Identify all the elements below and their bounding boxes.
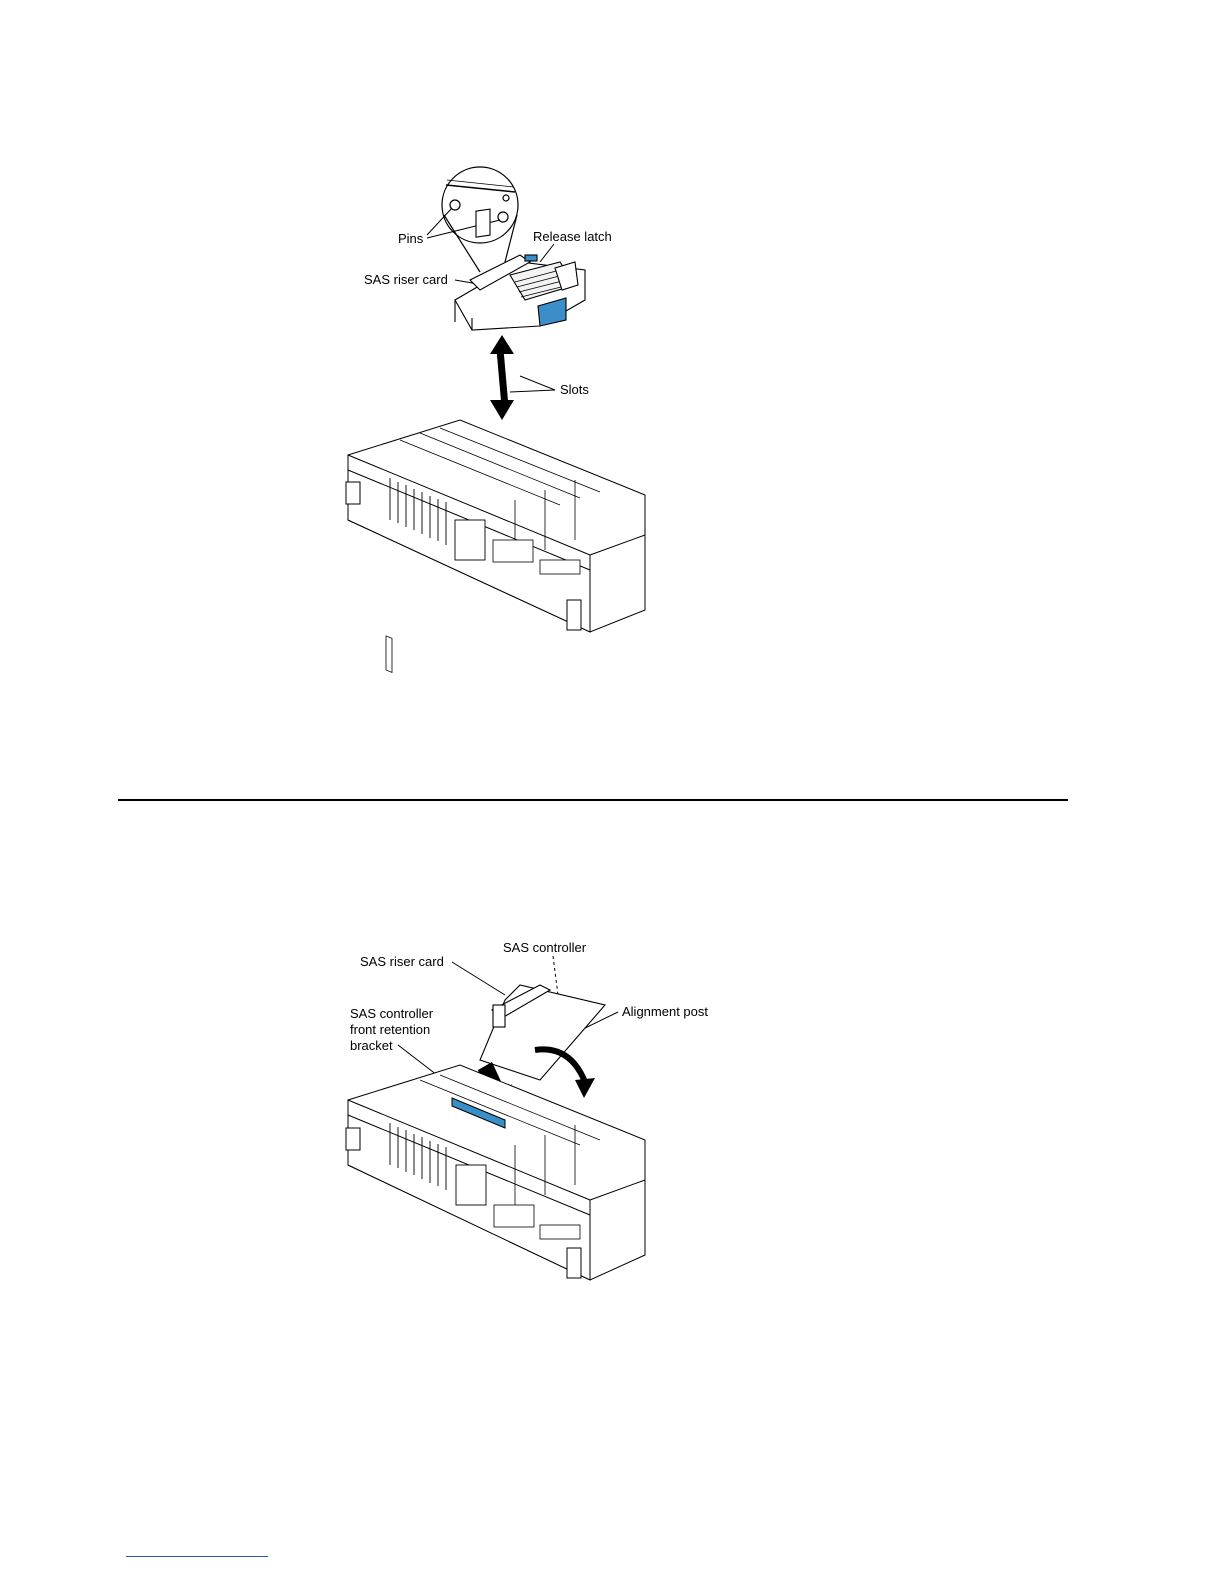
double-arrow-icon (490, 335, 514, 420)
label-slots: Slots (560, 382, 589, 397)
figure-riser-card-removal: Pins Release latch SAS riser card Slots (330, 150, 660, 640)
label-release-latch: Release latch (533, 229, 612, 244)
label-alignment-post: Alignment post (622, 1004, 708, 1019)
label-bracket-line3: bracket (350, 1038, 393, 1053)
label-bracket-line2: front retention (350, 1022, 430, 1037)
server-chassis (346, 1065, 645, 1280)
server-chassis (346, 420, 645, 672)
section-divider (118, 799, 1068, 801)
label-bracket-line1: SAS controller (350, 1006, 434, 1021)
label-pins: Pins (398, 231, 424, 246)
sas-controller-card (480, 985, 605, 1080)
footer-link-underline[interactable] (126, 1556, 268, 1557)
controller-install-illustration: SAS controller SAS riser card Alignment … (330, 935, 730, 1290)
figure-sas-controller-install: SAS controller SAS riser card Alignment … (330, 935, 730, 1290)
label-sas-riser-card: SAS riser card (364, 272, 448, 287)
label-sas-riser-card: SAS riser card (360, 954, 444, 969)
label-sas-controller: SAS controller (503, 940, 587, 955)
riser-removal-illustration: Pins Release latch SAS riser card Slots (330, 150, 660, 640)
